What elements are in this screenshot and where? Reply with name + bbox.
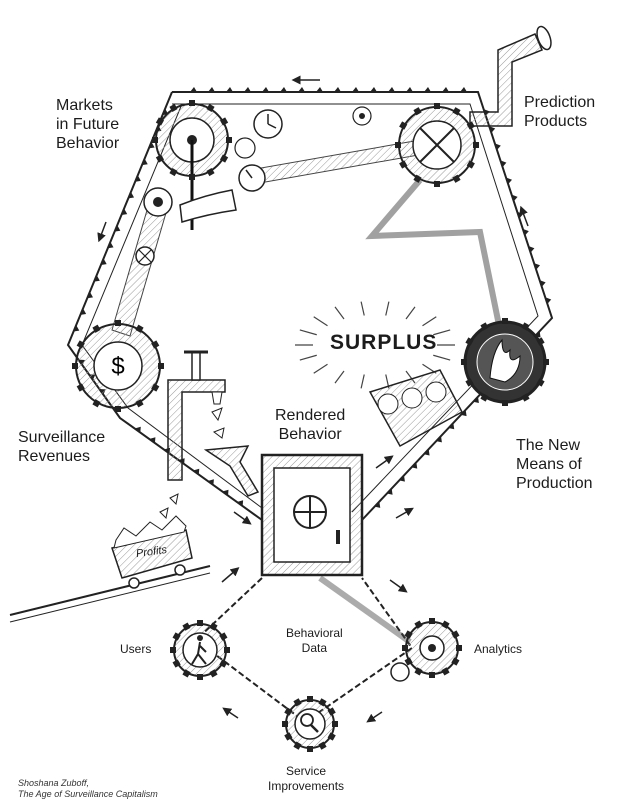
gear-teeth [72,100,549,752]
vault-safe-icon [260,453,364,577]
belt-teeth [73,87,552,508]
funnel-icon [203,407,260,497]
service-magnifier-gear-icon [285,699,335,749]
extraction-machine [368,369,464,448]
surplus-label: SURPLUS [330,331,438,354]
users-label: Users [120,642,152,656]
analytics-label: Analytics [474,642,523,656]
credit-line: Shoshana Zuboff,The Age of Surveillance … [18,778,158,799]
revenue-dollar-gear-icon: $ [75,323,161,409]
fire-gear-icon [463,320,547,404]
dollar-symbol: $ [111,353,124,380]
user-walking-person-gear-icon [173,623,227,677]
drive-shafts [111,139,505,341]
surplus-burst [295,301,455,389]
markets-gear-cluster [135,103,372,266]
profits-cart [9,493,211,623]
faucet-icon [167,350,226,481]
flow-arrows [97,75,529,723]
